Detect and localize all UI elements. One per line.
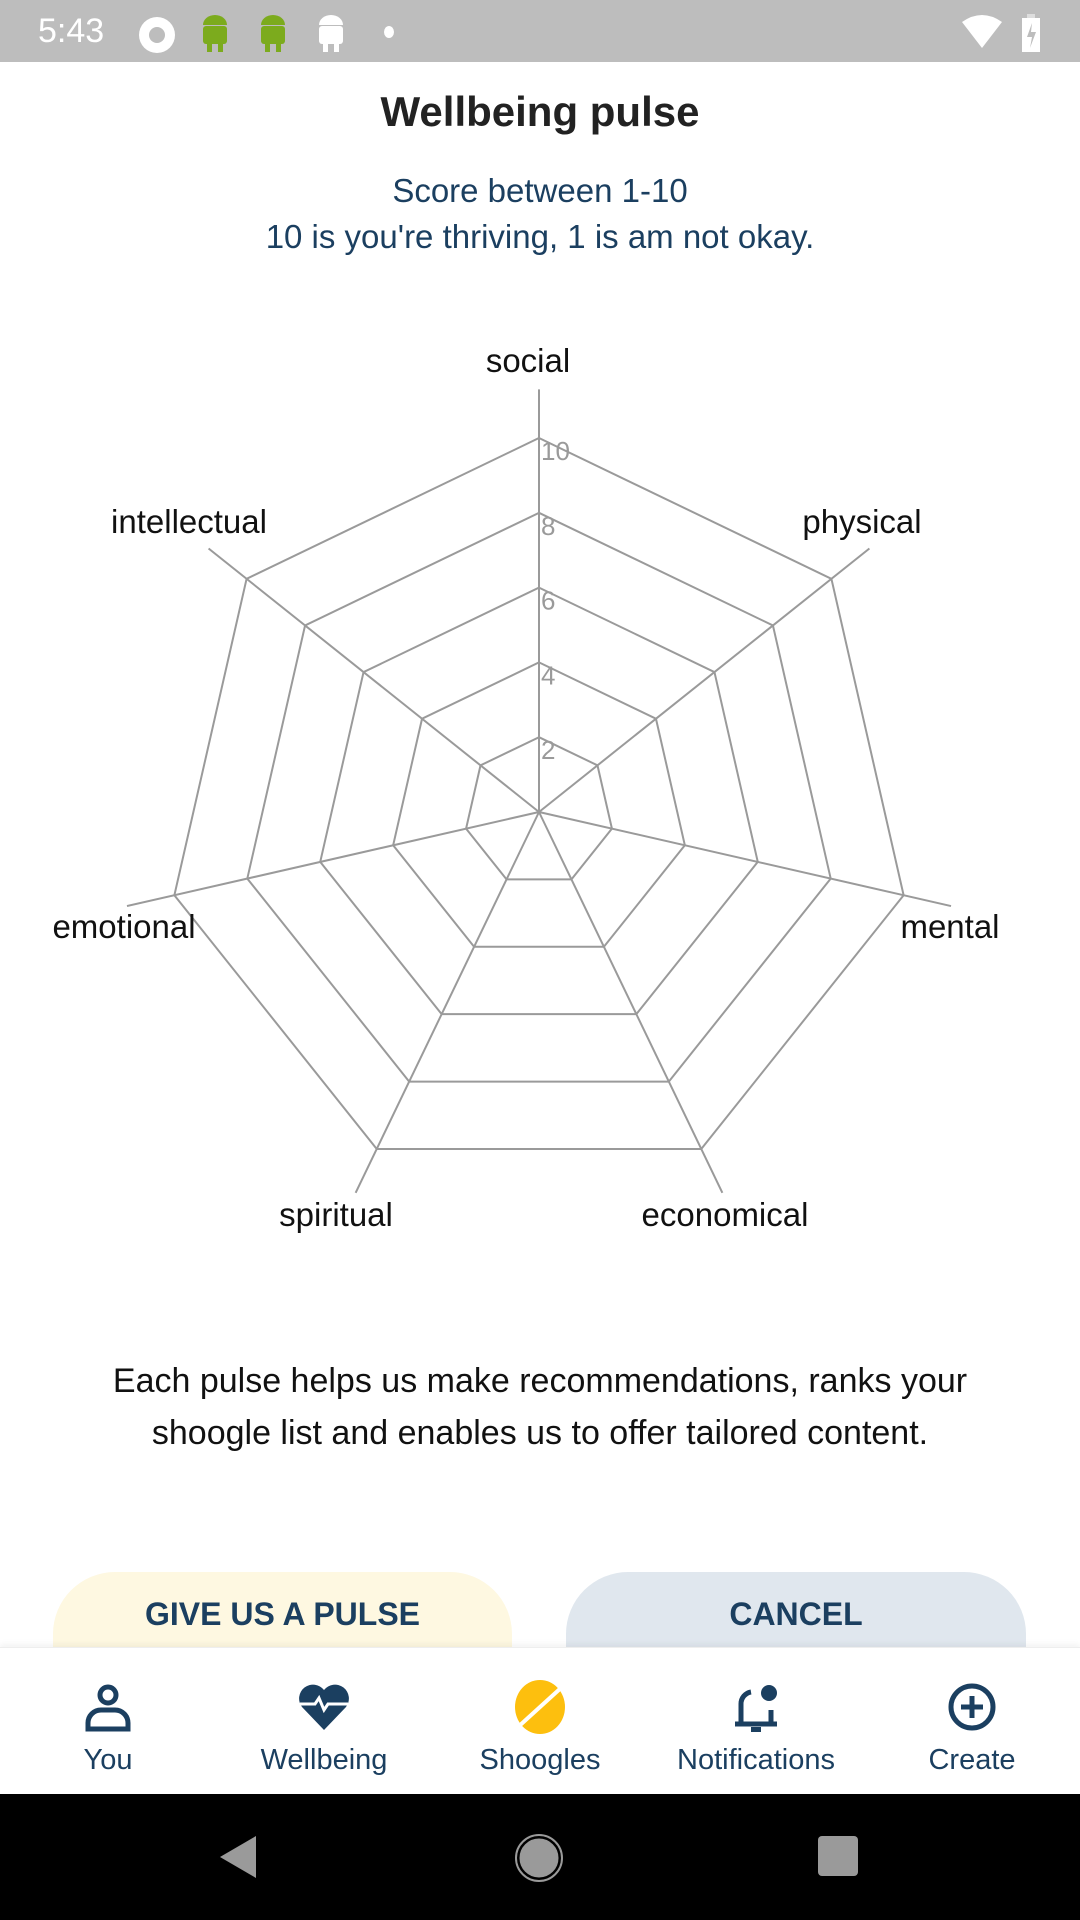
- plus-circle-icon: [948, 1683, 996, 1731]
- axis-line: [538, 547, 871, 813]
- android-icon: [319, 15, 343, 52]
- axis-label-economical: economical: [642, 1196, 809, 1233]
- tick-label: 10: [541, 436, 570, 466]
- nav-shoogles[interactable]: Shoogles: [432, 1648, 648, 1794]
- nav-you[interactable]: You: [0, 1648, 216, 1794]
- tick-label: 2: [541, 735, 555, 765]
- tick-label: 4: [541, 660, 555, 690]
- cancel-label: CANCEL: [729, 1596, 863, 1632]
- status-time: 5:43: [38, 12, 105, 50]
- bell-icon: [735, 1685, 777, 1732]
- axis-label-social: social: [486, 342, 570, 379]
- page-title: Wellbeing pulse: [380, 88, 700, 135]
- grid-ring: [173, 436, 905, 1150]
- tick-label: 8: [541, 511, 555, 541]
- give-us-a-pulse-label: GIVE US A PULSE: [144, 1596, 420, 1632]
- axis-line: [538, 811, 724, 1194]
- grid-ring: [392, 661, 686, 948]
- axis-label-emotional: emotional: [52, 908, 195, 945]
- grid-ring: [464, 736, 614, 881]
- axis-line: [538, 811, 952, 908]
- subtitle-line-2: 10 is you're thriving, 1 is am not okay.: [265, 218, 815, 255]
- nav-wellbeing[interactable]: Wellbeing: [216, 1648, 432, 1794]
- nav-you-label: You: [83, 1744, 133, 1776]
- android-icon: [203, 15, 227, 52]
- grid-ring: [319, 586, 759, 1016]
- bottom-nav: You Wellbeing Shoogles Notifications Cre…: [0, 1647, 1080, 1794]
- home-icon[interactable]: [515, 1834, 563, 1882]
- axis-line: [354, 811, 540, 1194]
- nav-create[interactable]: Create: [864, 1648, 1080, 1794]
- radar-chart: 2 4 6 8 10 social physical mental economical spir…: [52, 342, 999, 1233]
- android-icon: [261, 15, 285, 52]
- back-icon[interactable]: [218, 1834, 258, 1880]
- subtitle-line-1: Score between 1-10: [392, 172, 688, 209]
- battery-icon: [1022, 14, 1040, 52]
- axis-label-physical: physical: [802, 503, 921, 540]
- wifi-icon: [962, 15, 1002, 48]
- nav-shoogles-label: Shoogles: [479, 1744, 601, 1776]
- axis-label-spiritual: spiritual: [279, 1196, 393, 1233]
- heart-pulse-icon: [299, 1684, 349, 1730]
- axis-line: [126, 811, 540, 908]
- axis-label-intellectual: intellectual: [111, 503, 267, 540]
- description-text: Each pulse helps us make recommendations…: [112, 1362, 968, 1452]
- nav-wellbeing-label: Wellbeing: [260, 1744, 388, 1776]
- shoogles-logo-icon: [515, 1680, 565, 1734]
- tick-label: 6: [541, 586, 555, 616]
- nav-create-label: Create: [928, 1744, 1016, 1776]
- status-bar: 5:43: [0, 0, 1080, 62]
- app-notification-icon: [139, 17, 175, 53]
- dot-icon: [384, 26, 394, 38]
- axis-line: [207, 547, 540, 813]
- person-icon: [85, 1684, 131, 1732]
- grid-ring: [246, 511, 832, 1083]
- system-nav-bar: [0, 1794, 1080, 1920]
- nav-notifications-label: Notifications: [677, 1744, 835, 1776]
- nav-notifications[interactable]: Notifications: [648, 1648, 864, 1794]
- recents-icon[interactable]: [818, 1836, 858, 1876]
- axis-label-mental: mental: [900, 908, 999, 945]
